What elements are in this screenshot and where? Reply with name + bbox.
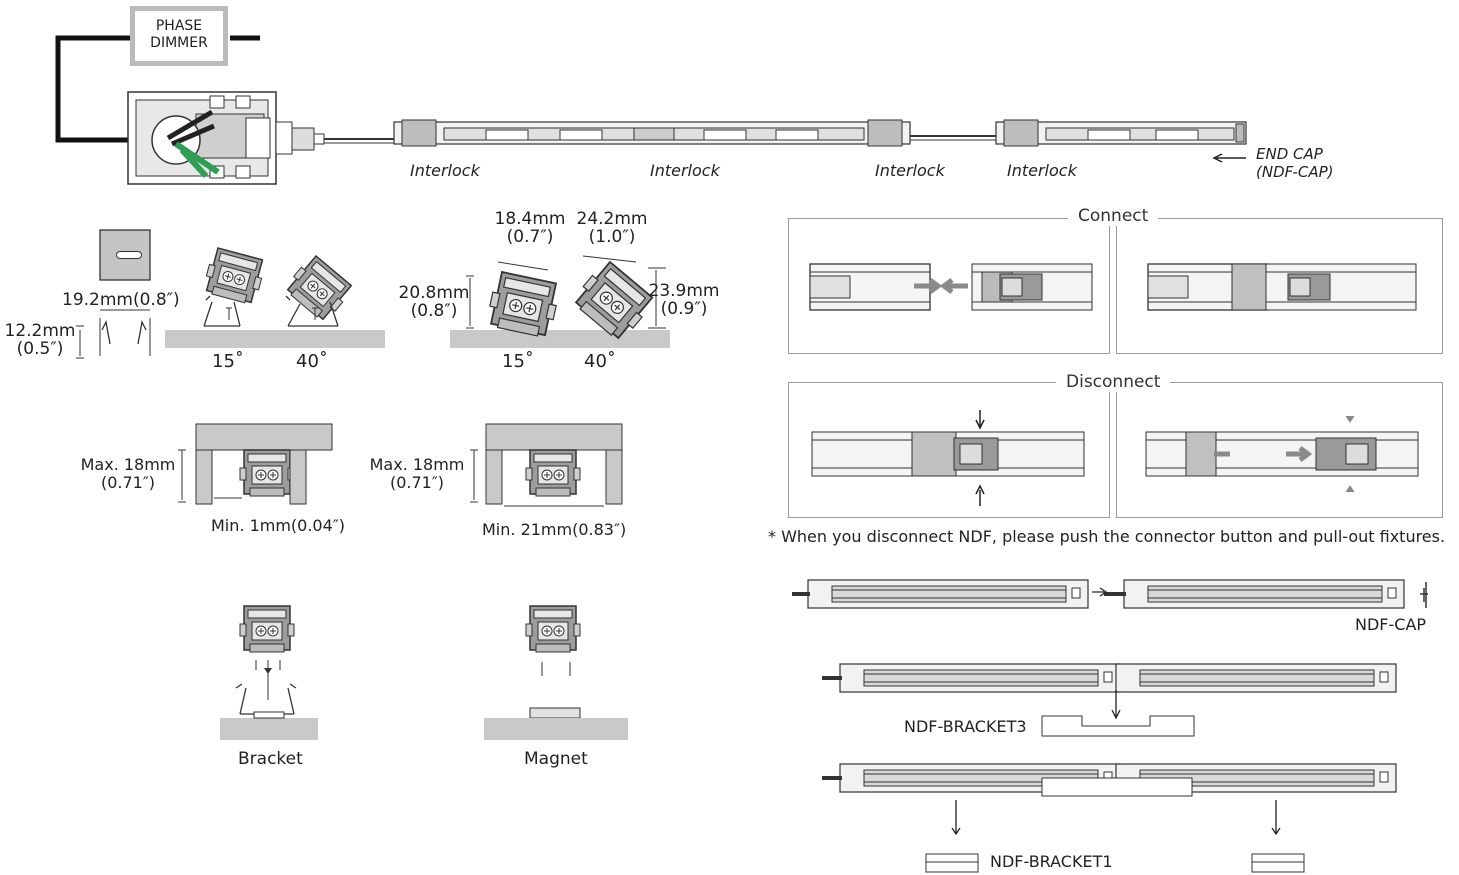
clearance-max-2-line1: Max. 18mm (369, 455, 465, 474)
tilt-dim-18-4: 18.4mm (0.7″) (490, 210, 570, 246)
tilt-angle-15: 15˚ (502, 351, 534, 372)
tilt-dim-18-4-line1: 18.4mm (494, 209, 566, 229)
phase-dimmer-line1: PHASE (155, 18, 203, 34)
interlock-label-3: Interlock (875, 161, 945, 180)
disconnect-title: Disconnect (1056, 372, 1171, 392)
tilt-dim-23-9-line1: 23.9mm (648, 281, 720, 301)
tilt-dim-23-9: 23.9mm (0.9″) (644, 282, 724, 318)
disconnect-panel-right (1116, 382, 1443, 518)
tilt-dim-24-2-line2: (1.0″) (588, 227, 636, 247)
clip-width-label: 19.2mm(0.8″) (62, 290, 180, 310)
tilt-dim-24-2: 24.2mm (1.0″) (572, 210, 652, 246)
interlock-label-1: Interlock (410, 161, 480, 180)
interlock-label-4: Interlock (1007, 161, 1077, 180)
phase-dimmer-line2: DIMMER (150, 35, 208, 51)
end-cap-label: END CAP (NDF-CAP) (1256, 145, 1333, 181)
tilt-dim-18-4-line2: (0.7″) (506, 227, 554, 247)
clearance-max-1-line2: (0.71″) (100, 473, 156, 492)
end-cap-line2: (NDF-CAP) (1256, 163, 1334, 181)
ndf-cap-label: NDF-CAP (1355, 615, 1427, 634)
clearance-max-1: Max. 18mm (0.71″) (78, 456, 178, 492)
connect-panel-right (1116, 218, 1443, 354)
clearance-min-1: Min. 1mm(0.04″) (211, 516, 345, 535)
clip-height-label: 12.2mm (0.5″) (0, 322, 80, 358)
disconnect-panel-left (788, 382, 1110, 518)
connect-title: Connect (1068, 206, 1159, 226)
tilt-dim-20-8: 20.8mm (0.8″) (396, 284, 472, 320)
clip-angle-40: 40˚ (296, 351, 328, 372)
disconnect-note: * When you disconnect NDF, please push t… (768, 527, 1446, 546)
magnet-label: Magnet (524, 749, 588, 769)
bracket-label: Bracket (238, 749, 303, 769)
connect-panel-left (788, 218, 1110, 354)
phase-dimmer-label: PHASE DIMMER (135, 18, 223, 52)
clip-height-line2: (0.5″) (16, 339, 64, 359)
tilt-dim-24-2-line1: 24.2mm (576, 209, 648, 229)
clip-angle-15: 15˚ (212, 351, 244, 372)
ndf-bracket1-label: NDF-BRACKET1 (990, 852, 1113, 871)
clip-height-line1: 12.2mm (4, 321, 76, 341)
clearance-min-2: Min. 21mm(0.83″) (482, 520, 627, 539)
tilt-dim-20-8-line1: 20.8mm (398, 283, 470, 303)
tilt-angle-40: 40˚ (584, 351, 616, 372)
interlock-label-2: Interlock (650, 161, 720, 180)
end-cap-line1: END CAP (1256, 145, 1323, 163)
clearance-max-2-line2: (0.71″) (389, 473, 445, 492)
ndf-bracket3-label: NDF-BRACKET3 (904, 717, 1027, 736)
tilt-dim-20-8-line2: (0.8″) (410, 301, 458, 321)
clearance-max-1-line1: Max. 18mm (80, 455, 176, 474)
tilt-dim-23-9-line2: (0.9″) (660, 299, 708, 319)
clearance-max-2: Max. 18mm (0.71″) (367, 456, 467, 492)
